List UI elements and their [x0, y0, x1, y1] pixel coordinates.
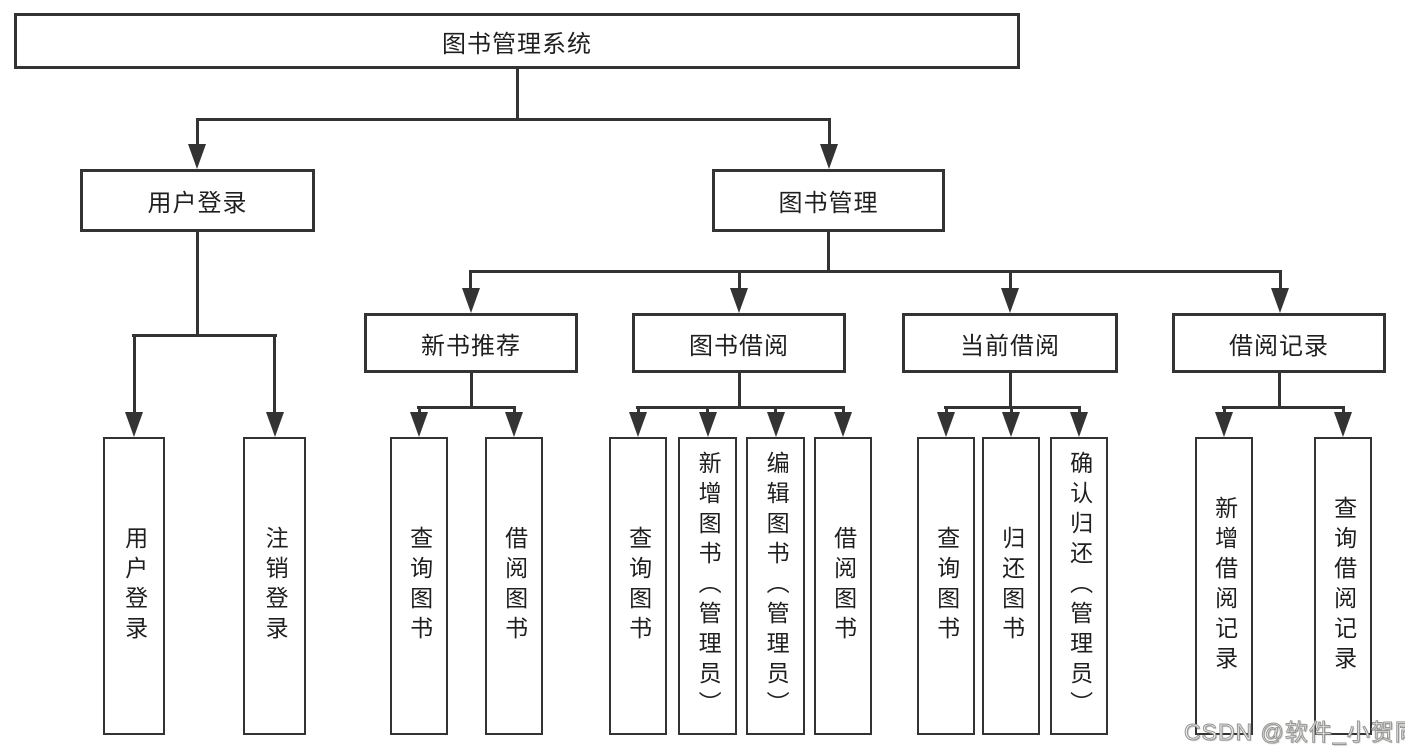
node-user-login: 用户登录	[80, 169, 315, 232]
arrowhead-icon	[125, 412, 143, 437]
csdn-watermark: CSDN @软件_小贺同学	[1184, 719, 1405, 746]
edge-borrow-drop-1	[637, 406, 640, 416]
arrowhead-icon	[1001, 288, 1019, 313]
node-borrow-records: 借阅记录	[1172, 313, 1386, 373]
arrowhead-icon	[834, 412, 852, 437]
leaf-borrow-books-label: 借阅图书	[830, 526, 857, 646]
leaf-current-query-books: 查询图书	[917, 437, 975, 735]
edge-recommend-drop-2	[513, 406, 516, 416]
node-book-borrow-label: 图书借阅	[689, 332, 789, 360]
arrowhead-icon	[820, 144, 838, 169]
edge-root-drop-login	[196, 118, 199, 146]
edge-borrow-drop-2	[706, 406, 709, 416]
arrowhead-icon	[629, 412, 647, 437]
leaf-query-borrow-record-label: 查询借阅记录	[1330, 496, 1357, 676]
leaf-confirm-return-admin: 确认归还（管理员）	[1050, 437, 1108, 735]
edge-mgmt-drop-4	[1279, 270, 1282, 290]
arrowhead-icon	[266, 412, 284, 437]
leaf-return-books: 归还图书	[982, 437, 1040, 735]
leaf-add-books-admin: 新增图书（管理员）	[678, 437, 737, 735]
edge-records-drop-2	[1342, 406, 1345, 416]
arrowhead-icon	[505, 412, 523, 437]
node-book-borrow: 图书借阅	[632, 313, 846, 373]
edge-login-drop-1	[133, 334, 136, 414]
edge-mgmt-rail	[469, 270, 1281, 273]
arrowhead-icon	[767, 412, 785, 437]
edge-login-stem	[196, 232, 199, 337]
edge-borrow-drop-4	[842, 406, 845, 416]
arrowhead-icon	[937, 412, 955, 437]
edge-mgmt-drop-2	[738, 270, 741, 290]
edge-current-drop-1	[945, 406, 948, 416]
leaf-recommend-query-books: 查询图书	[390, 437, 448, 735]
edge-current-drop-3	[1078, 406, 1081, 416]
arrowhead-icon	[188, 144, 206, 169]
arrowhead-icon	[1215, 412, 1233, 437]
leaf-query-borrow-record: 查询借阅记录	[1314, 437, 1372, 735]
node-root: 图书管理系统	[14, 13, 1020, 69]
arrowhead-icon	[730, 288, 748, 313]
node-current-borrow: 当前借阅	[902, 313, 1118, 373]
leaf-user-login-label: 用户登录	[121, 526, 148, 646]
edge-mgmt-stem	[827, 232, 830, 273]
leaf-confirm-return-admin-label: 确认归还（管理员）	[1066, 451, 1093, 721]
node-new-book-recommend-label: 新书推荐	[421, 332, 521, 360]
leaf-edit-books-admin: 编辑图书（管理员）	[746, 437, 805, 735]
leaf-edit-books-admin-label: 编辑图书（管理员）	[763, 451, 790, 721]
edge-borrow-stem	[738, 373, 741, 409]
edge-root-drop-mgmt	[828, 118, 831, 146]
node-book-management-label: 图书管理	[778, 190, 879, 217]
edge-mgmt-drop-1	[469, 270, 472, 290]
node-new-book-recommend: 新书推荐	[364, 313, 578, 373]
leaf-logout-label: 注销登录	[262, 526, 289, 646]
edge-recommend-stem	[470, 373, 473, 409]
leaf-logout: 注销登录	[243, 437, 306, 735]
leaf-return-books-label: 归还图书	[998, 526, 1025, 646]
edge-records-rail	[1222, 406, 1345, 409]
leaf-borrow-query-books: 查询图书	[609, 437, 667, 735]
arrowhead-icon	[1334, 412, 1352, 437]
arrowhead-icon	[462, 288, 480, 313]
edge-recommend-rail	[417, 406, 516, 409]
edge-current-stem	[1009, 373, 1012, 409]
edge-login-rail	[132, 334, 277, 337]
leaf-add-borrow-record-label: 新增借阅记录	[1211, 496, 1238, 676]
arrowhead-icon	[1002, 412, 1020, 437]
edge-current-drop-2	[1010, 406, 1013, 416]
leaf-borrow-query-books-label: 查询图书	[625, 526, 652, 646]
edge-records-drop-1	[1223, 406, 1226, 416]
edge-recommend-drop-1	[418, 406, 421, 416]
edge-root-rail	[196, 118, 831, 121]
edge-records-stem	[1278, 373, 1281, 409]
leaf-recommend-borrow-books: 借阅图书	[485, 437, 543, 735]
edge-login-drop-2	[273, 334, 276, 414]
node-borrow-records-label: 借阅记录	[1229, 332, 1329, 360]
node-current-borrow-label: 当前借阅	[960, 332, 1060, 360]
leaf-current-query-books-label: 查询图书	[933, 526, 960, 646]
leaf-add-books-admin-label: 新增图书（管理员）	[695, 451, 722, 721]
arrowhead-icon	[1070, 412, 1088, 437]
node-user-login-label: 用户登录	[147, 190, 248, 217]
node-book-management: 图书管理	[712, 169, 945, 232]
edge-borrow-drop-3	[774, 406, 777, 416]
edge-root-stem	[516, 69, 519, 121]
leaf-borrow-books: 借阅图书	[814, 437, 872, 735]
arrowhead-icon	[699, 412, 717, 437]
leaf-add-borrow-record: 新增借阅记录	[1195, 437, 1253, 735]
leaf-recommend-query-books-label: 查询图书	[406, 526, 433, 646]
arrowhead-icon	[1271, 288, 1289, 313]
edge-borrow-rail	[636, 406, 845, 409]
leaf-recommend-borrow-books-label: 借阅图书	[501, 526, 528, 646]
leaf-user-login: 用户登录	[103, 437, 165, 735]
node-root-label: 图书管理系统	[442, 30, 592, 58]
edge-mgmt-drop-3	[1009, 270, 1012, 290]
arrowhead-icon	[410, 412, 428, 437]
